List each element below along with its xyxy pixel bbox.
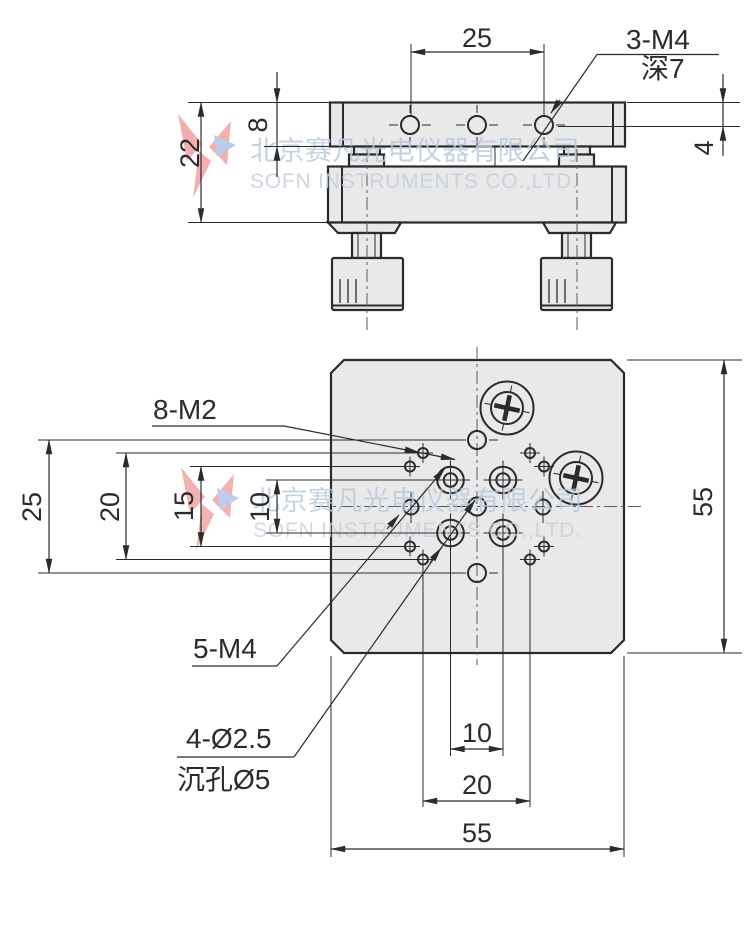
label-counterbore: 沉孔Ø5	[177, 764, 270, 795]
left-foot	[325, 221, 403, 235]
watermark-company-cn: 北京赛凡光电仪器有限公司	[250, 136, 580, 166]
dim-25-top: 25	[462, 23, 492, 53]
phillips-screw-top	[479, 380, 535, 436]
leader-5m4	[276, 467, 446, 667]
cbore-bl	[431, 513, 470, 553]
dim-left-10: 10	[245, 492, 275, 522]
phillips-screw-right	[548, 450, 604, 506]
dim-bottom-10: 10	[462, 718, 492, 748]
label-8m2: 8-M2	[153, 394, 217, 425]
plate-view	[316, 347, 641, 665]
watermark-top: 北京赛凡光电仪器有限公司 SOFN INSTRUMENTS CO.,LTD.	[178, 114, 580, 198]
dim-bottom-20: 20	[462, 770, 492, 800]
cbore-tr	[483, 460, 523, 500]
base-bar	[326, 165, 628, 224]
leader-8m2	[283, 425, 456, 461]
label-depth7: 深7	[641, 53, 685, 84]
label-3m4: 3-M4	[626, 24, 690, 55]
leader-4d25	[293, 499, 476, 758]
top-view-dimensions: 25 3-M4 深7 8 22 4	[175, 23, 740, 224]
watermark2-company-cn: 北京赛凡光电仪器有限公司	[253, 486, 583, 516]
dim-bottom-55: 55	[462, 818, 492, 848]
dim-22: 22	[175, 138, 205, 168]
dim-left-25: 25	[17, 492, 47, 522]
right-foot	[541, 221, 618, 235]
top-plate-holes	[389, 105, 565, 145]
top-view	[325, 101, 628, 330]
cbore-br	[483, 513, 523, 553]
dim-left-15: 15	[169, 491, 199, 521]
dim-right-55: 55	[688, 487, 718, 517]
dim-8: 8	[243, 117, 273, 132]
plate-view-dimensions: 25 20 15 10 55 10 20 55 8-M2 5-M4	[17, 359, 742, 857]
dim-left-20: 20	[95, 492, 125, 522]
watermark-company-en: SOFN INSTRUMENTS CO.,LTD.	[250, 170, 579, 193]
watermark2-company-en: SOFN INSTRUMENTS CO.,LTD.	[253, 519, 582, 542]
m2-holes	[400, 443, 554, 570]
dim-4: 4	[689, 140, 719, 155]
label-4d25: 4-Ø2.5	[186, 723, 272, 754]
watermark-plate: 北京赛凡光电仪器有限公司 SOFN INSTRUMENTS CO.,LTD.	[181, 467, 583, 551]
label-5m4: 5-M4	[193, 633, 257, 664]
